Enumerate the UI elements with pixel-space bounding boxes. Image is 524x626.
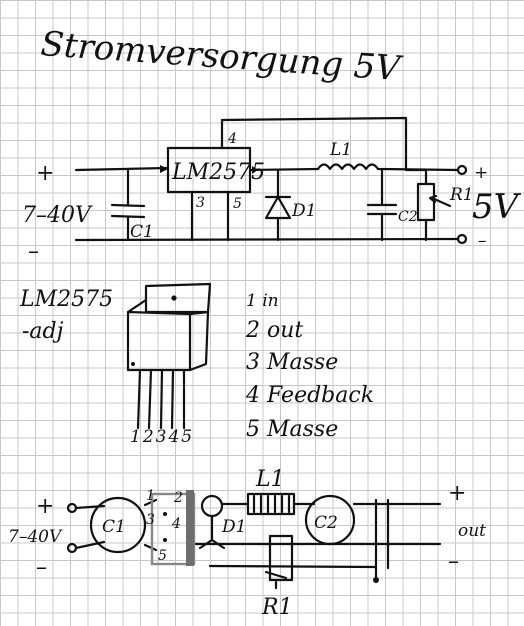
input-voltage-label: 7–40V xyxy=(22,203,93,228)
inductor-l1-symbol xyxy=(316,163,380,171)
layout-input-plus-terminal xyxy=(66,502,78,514)
schematic: LM2575 4 3 5 C1 D1 C2 R1 + – 7–40V L1 + … xyxy=(22,116,522,264)
layout-ground-node xyxy=(373,577,379,583)
lm2575-ic-box xyxy=(166,146,252,194)
layout-d1-label: D1 xyxy=(221,517,246,537)
feedback-wire xyxy=(220,116,408,172)
output-plus-terminal xyxy=(456,164,468,176)
layout-out-label: out xyxy=(458,521,486,541)
pinout-name-suffix: -adj xyxy=(22,319,64,344)
layout-r1-label: R1 xyxy=(261,595,293,620)
pin-5-label: 5 xyxy=(233,196,242,212)
layout-c1-label: C1 xyxy=(102,517,126,537)
d1-label: D1 xyxy=(291,201,316,221)
pin-1-marker xyxy=(131,362,135,366)
pin-legend-1: 1 in xyxy=(246,291,279,311)
c2-label: C2 xyxy=(398,209,418,225)
layout-c1 xyxy=(89,496,147,554)
layout-l1-winding xyxy=(252,494,291,514)
layout-pin-5-label: 5 xyxy=(158,548,167,564)
layout-input-minus-label: – xyxy=(36,555,47,580)
pinout-name: LM2575 xyxy=(19,287,113,312)
layout-ground-bus xyxy=(208,498,390,584)
layout-ic-pad-b xyxy=(163,538,167,542)
c1-label: C1 xyxy=(130,222,154,242)
layout-r1 xyxy=(268,534,294,582)
pin-legend-5: 5 Masse xyxy=(246,417,338,442)
r1-wiper xyxy=(404,168,452,242)
output-minus-label: – xyxy=(478,231,487,251)
layout-pin-4-label: 4 xyxy=(171,516,181,532)
package-leads xyxy=(136,368,186,430)
ic-input-marker xyxy=(160,165,168,173)
pin-3-label: 3 xyxy=(196,195,205,211)
r1-label: R1 xyxy=(449,185,474,205)
c1-symbol xyxy=(110,168,146,242)
pin-legend-4: 4 Feedback xyxy=(245,383,374,408)
pin-legend-2: 2 out xyxy=(245,318,303,343)
output-plus-label: + xyxy=(474,163,488,183)
layout-output-minus-label: – xyxy=(448,549,459,574)
layout-c1-to-ic xyxy=(143,498,158,552)
output-minus-terminal xyxy=(456,233,468,245)
pin-number-row: 12345 xyxy=(130,427,194,447)
layout-input-minus-terminal xyxy=(66,542,78,554)
board-layout: C1 1 2 3 4 5 D1 L1 C2 R1 + – xyxy=(8,467,486,620)
layout-input-voltage-label: 7–40V xyxy=(8,527,63,547)
package-bevel xyxy=(126,298,148,314)
page-title: Stromversorgung 5V xyxy=(39,24,404,89)
package-body xyxy=(126,310,192,372)
layout-l1-label: L1 xyxy=(255,467,285,492)
layout-output-plus-label: + xyxy=(448,481,466,506)
package-side xyxy=(188,310,210,372)
package-tab xyxy=(144,282,212,314)
pinout: LM2575 -adj 12345 1 in 2 out 3 Masse 4 F… xyxy=(19,282,374,447)
input-plus-label: + xyxy=(36,161,54,186)
layout-d1-lead xyxy=(198,514,226,550)
ic-output-marker xyxy=(252,166,258,174)
output-top-wire xyxy=(248,167,320,172)
pin-legend-3: 3 Masse xyxy=(246,350,338,375)
input-top-wire xyxy=(74,166,170,172)
r1-potentiometer-symbol xyxy=(416,182,436,222)
input-minus-label: – xyxy=(28,239,39,264)
l1-label: L1 xyxy=(329,140,352,160)
layout-pin-2-label: 2 xyxy=(173,490,183,506)
layout-r1-leads xyxy=(264,570,288,590)
lm2575-ic-label: LM2575 xyxy=(171,160,265,185)
layout-input-plus-label: + xyxy=(36,494,54,519)
ground-rail-wire xyxy=(74,237,460,242)
c2-symbol xyxy=(366,168,398,242)
layout-c2-label: C2 xyxy=(314,513,338,533)
output-voltage-label: 5V xyxy=(472,187,522,227)
pin-4-label: 4 xyxy=(227,131,237,147)
layout-heatsink xyxy=(186,490,194,566)
layout-ic-pad-a xyxy=(163,512,167,516)
layout-pin-1-label: 1 xyxy=(146,488,155,504)
layout-pin-3-label: 3 xyxy=(146,512,155,528)
layout-d1 xyxy=(200,494,224,518)
package-tab-hole xyxy=(171,295,177,301)
d1-symbol xyxy=(264,168,292,242)
